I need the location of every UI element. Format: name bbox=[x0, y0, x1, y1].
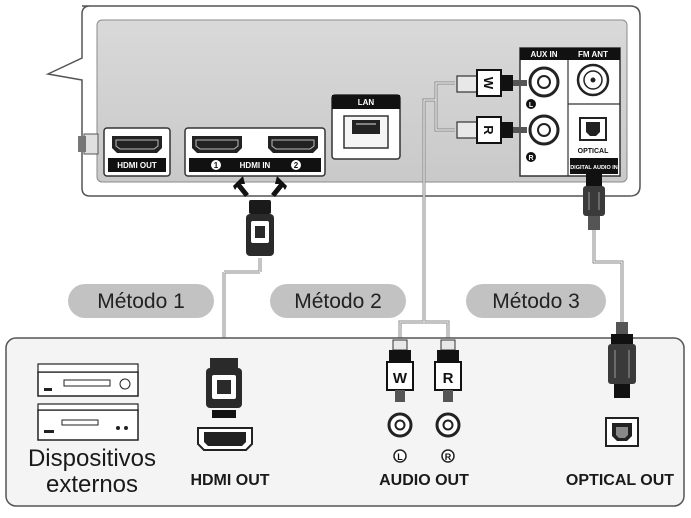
rca-plug-r-device: R bbox=[456, 116, 527, 144]
optical-plug-lower bbox=[608, 322, 636, 398]
external-device-icons bbox=[37, 363, 139, 441]
external-optical-port bbox=[605, 417, 639, 447]
hdmi-plug-upper bbox=[246, 200, 274, 256]
hdmi-plug-lower bbox=[206, 358, 242, 418]
digital-audio-in-label: DIGITAL AUDIO IN bbox=[570, 165, 618, 171]
optical-out-label: OPTICAL OUT bbox=[566, 472, 674, 489]
optical-plug-upper bbox=[583, 170, 605, 230]
hdmi-in-arrows bbox=[233, 176, 287, 197]
device-lan-port: LAN bbox=[331, 94, 401, 160]
device-hdmi-in-ports: 1 HDMI IN 2 bbox=[184, 127, 326, 177]
aux-r-label: R bbox=[528, 155, 533, 162]
hdmi-in-1-label: 1 bbox=[214, 161, 219, 170]
method-3-pill: Método 3 bbox=[466, 284, 606, 318]
audio-out-label: AUDIO OUT bbox=[379, 472, 469, 489]
plug-r-device-label: R bbox=[481, 125, 496, 135]
device-hdmi-out-label: HDMI OUT bbox=[117, 161, 157, 170]
method-1-pill: Método 1 bbox=[68, 284, 214, 318]
external-devices-line2: externos bbox=[46, 471, 138, 498]
plug-r-lower-label: R bbox=[443, 370, 454, 387]
rca-plug-w-device: W bbox=[456, 69, 527, 97]
device-hdmi-in-label: HDMI IN bbox=[240, 161, 271, 170]
aux-in-label: AUX IN bbox=[530, 50, 557, 59]
plug-w-lower-label: W bbox=[393, 370, 408, 387]
lan-label: LAN bbox=[358, 98, 375, 107]
audio-out-jacks: L R bbox=[387, 412, 461, 463]
method-2-pill: Método 2 bbox=[270, 284, 406, 318]
aux-l-label: L bbox=[529, 102, 534, 109]
plug-w-device-label: W bbox=[481, 77, 496, 90]
method-3-label: Método 3 bbox=[492, 290, 580, 313]
device-audio-panel: AUX IN FM ANT L R OPTICAL DIGITAL AUDIO … bbox=[519, 47, 621, 177]
jack-l-label: L bbox=[397, 452, 403, 462]
external-hdmi-out-port bbox=[197, 427, 253, 451]
optical-label: OPTICAL bbox=[578, 148, 609, 155]
fm-ant-label: FM ANT bbox=[578, 50, 608, 59]
rca-plug-w-lower: W bbox=[386, 339, 414, 402]
external-hdmi-out-label: HDMI OUT bbox=[190, 472, 269, 489]
device-hdmi-out-port: HDMI OUT bbox=[103, 127, 171, 177]
external-devices-line1: Dispositivos bbox=[28, 445, 156, 472]
jack-r-label: R bbox=[445, 452, 452, 462]
method-1-label: Método 1 bbox=[97, 290, 185, 313]
rca-plug-r-lower: R bbox=[434, 339, 462, 402]
external-devices-box bbox=[5, 337, 685, 507]
method-2-label: Método 2 bbox=[294, 290, 382, 313]
hdmi-in-2-label: 2 bbox=[294, 161, 299, 170]
